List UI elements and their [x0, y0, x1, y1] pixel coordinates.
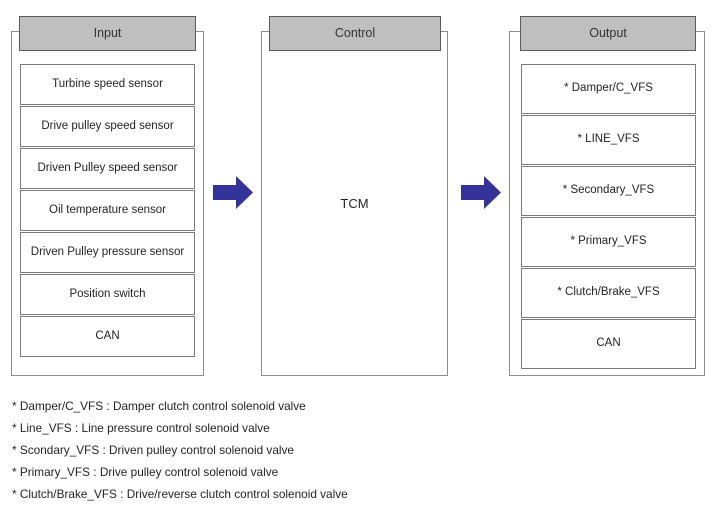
- legend: * Damper/C_VFS : Damper clutch control s…: [12, 396, 702, 506]
- input-item-stack: Turbine speed sensor Drive pulley speed …: [20, 64, 195, 358]
- control-column-header: Control: [269, 16, 441, 51]
- input-item-turbine-speed-sensor[interactable]: Turbine speed sensor: [20, 64, 195, 105]
- control-to-output-arrow: [461, 176, 501, 214]
- output-column-header: Output: [520, 16, 696, 51]
- output-item-line-vfs[interactable]: * LINE_VFS: [521, 115, 696, 165]
- output-item-stack: * Damper/C_VFS * LINE_VFS * Secondary_VF…: [521, 64, 696, 370]
- control-column-container: [261, 31, 448, 376]
- input-item-label: Position switch: [69, 287, 146, 300]
- output-item-primary-vfs[interactable]: * Primary_VFS: [521, 217, 696, 267]
- output-item-label: * LINE_VFS: [577, 133, 640, 146]
- input-item-label: Drive pulley speed sensor: [41, 119, 174, 132]
- input-item-oil-temperature-sensor[interactable]: Oil temperature sensor: [20, 190, 195, 231]
- control-column-header-label: Control: [334, 26, 376, 41]
- output-item-label: CAN: [596, 337, 621, 350]
- output-item-secondary-vfs[interactable]: * Secondary_VFS: [521, 166, 696, 216]
- control-column-body: TCM: [261, 31, 448, 376]
- input-item-can[interactable]: CAN: [20, 316, 195, 357]
- output-item-label: * Secondary_VFS: [562, 184, 655, 197]
- legend-line-primary-vfs: * Primary_VFS : Drive pulley control sol…: [12, 465, 279, 480]
- output-item-label: * Primary_VFS: [570, 235, 647, 248]
- output-item-label: * Clutch/Brake_VFS: [557, 286, 660, 299]
- legend-line-damper-c-vfs: * Damper/C_VFS : Damper clutch control s…: [12, 399, 306, 414]
- output-item-label: * Damper/C_VFS: [564, 82, 653, 95]
- legend-line-line-vfs: * Line_VFS : Line pressure control solen…: [12, 421, 270, 436]
- input-item-drive-pulley-speed-sensor[interactable]: Drive pulley speed sensor: [20, 106, 195, 147]
- output-column-header-label: Output: [589, 26, 627, 41]
- input-item-label: CAN: [95, 329, 120, 342]
- right-arrow-icon: [461, 176, 501, 209]
- input-item-driven-pulley-speed-sensor[interactable]: Driven Pulley speed sensor: [20, 148, 195, 189]
- input-item-label: Turbine speed sensor: [52, 77, 163, 90]
- input-item-label: Oil temperature sensor: [49, 203, 166, 216]
- input-column-header: Input: [19, 16, 196, 51]
- input-item-label: Driven Pulley speed sensor: [37, 161, 178, 174]
- input-item-position-switch[interactable]: Position switch: [20, 274, 195, 315]
- right-arrow-icon: [213, 176, 253, 209]
- output-item-can[interactable]: CAN: [521, 319, 696, 369]
- input-item-label: Driven Pulley pressure sensor: [30, 245, 185, 258]
- input-to-control-arrow: [213, 176, 253, 214]
- output-item-clutch-brake-vfs[interactable]: * Clutch/Brake_VFS: [521, 268, 696, 318]
- legend-line-clutch-brake-vfs: * Clutch/Brake_VFS : Drive/reverse clutc…: [12, 487, 348, 502]
- control-center-label: TCM: [340, 196, 369, 211]
- input-column-header-label: Input: [93, 26, 122, 41]
- legend-line-scondary-vfs: * Scondary_VFS : Driven pulley control s…: [12, 443, 294, 458]
- input-item-driven-pulley-pressure-sensor[interactable]: Driven Pulley pressure sensor: [20, 232, 195, 273]
- output-item-damper-c-vfs[interactable]: * Damper/C_VFS: [521, 64, 696, 114]
